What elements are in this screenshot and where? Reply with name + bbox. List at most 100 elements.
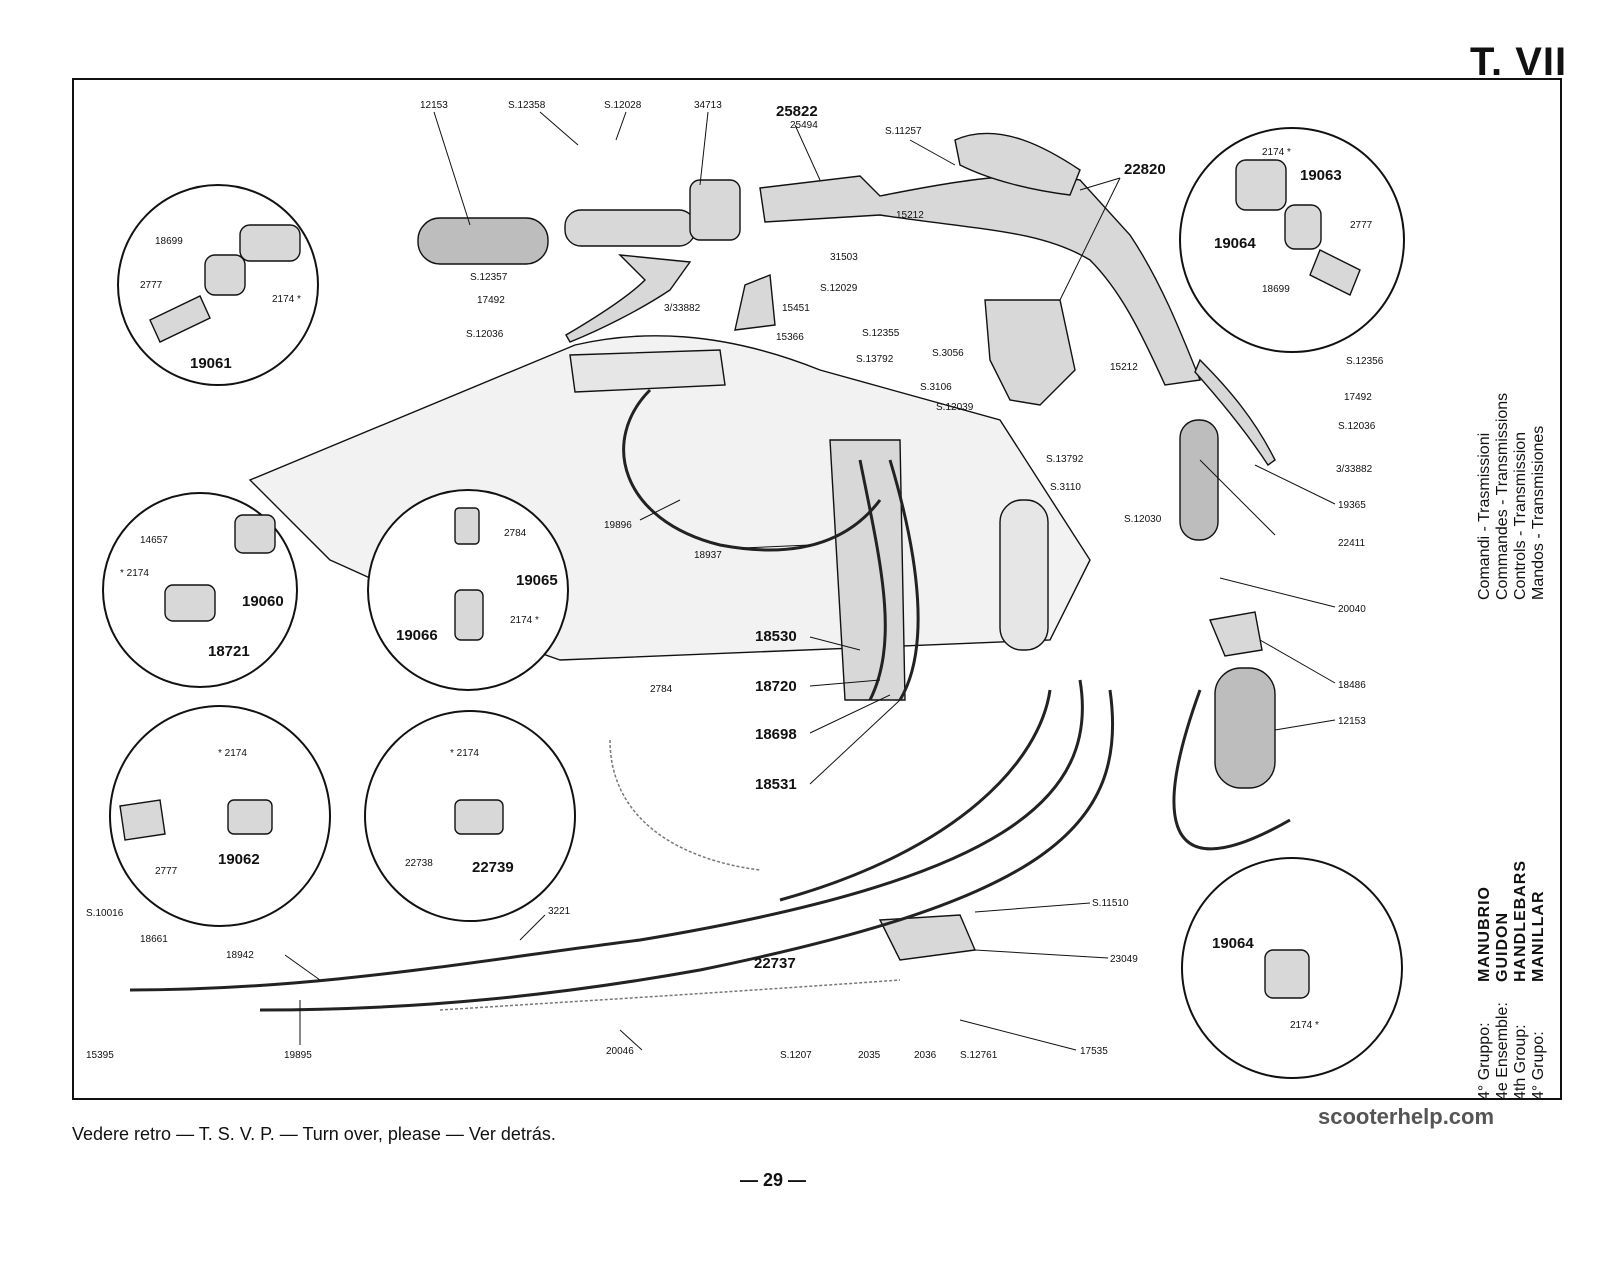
- cable-thin-2: [439, 979, 901, 1011]
- pn-19063: 19063: [1300, 167, 1342, 184]
- right-grip-22411: [1179, 419, 1219, 541]
- pn-s12357: S.12357: [470, 272, 508, 283]
- leader-lines: [284, 111, 1336, 1051]
- group-title-it: 4° Gruppo: MANUBRIO: [1476, 860, 1494, 1100]
- section-title-fr: Commandes - Transmissions: [1494, 392, 1511, 600]
- pn-19060: 19060: [242, 593, 284, 610]
- cone-15366: [734, 274, 776, 331]
- group-value-fr: GUIDON: [1494, 912, 1511, 982]
- c2-plug: [1309, 249, 1361, 296]
- c1-plug: [149, 295, 211, 343]
- cover-s11257: [954, 132, 1081, 196]
- pn-19066: 19066: [396, 627, 438, 644]
- pn-25494: 25494: [790, 120, 818, 131]
- pn-2174: 2174 *: [272, 294, 301, 305]
- pn-s12029: S.12029: [820, 283, 858, 294]
- pn-3221: 3221: [548, 906, 571, 917]
- throttle-housing-34713: [689, 179, 741, 241]
- pn-19365: 19365: [1338, 500, 1366, 511]
- pn-s12030: S.12030: [1124, 514, 1162, 525]
- pn-s13792-b: S.13792: [1046, 454, 1084, 465]
- group-key-it: 4° Gruppo:: [1476, 1022, 1493, 1100]
- part-number-labels: 12153 S.12358 S.12028 34713 25822 25494 …: [86, 100, 1384, 1061]
- pn-19065: 19065: [516, 572, 558, 589]
- pn-s11510: S.11510: [1092, 898, 1129, 909]
- pn-s12036-right: S.12036: [1338, 421, 1376, 432]
- cable-right-tail: [1172, 689, 1291, 851]
- pn-20040: 20040: [1338, 604, 1366, 615]
- c3-nipple: [234, 514, 276, 554]
- c2-nipple: [1284, 204, 1322, 250]
- pn-25822: 25822: [776, 103, 818, 120]
- pn-19062: 19062: [218, 851, 260, 868]
- right-lever: [1194, 358, 1276, 466]
- pn-31503: 31503: [830, 252, 858, 263]
- cable-long-1: [129, 679, 1084, 992]
- pn-34713: 34713: [694, 100, 722, 111]
- pn-2035: 2035: [858, 1050, 881, 1061]
- c6-sleeve: [454, 799, 504, 835]
- group-key-en: 4th Group:: [1512, 1024, 1529, 1100]
- c1-nipple: [204, 254, 246, 296]
- c1-sleeve: [239, 224, 301, 262]
- page-number: — 29 —: [740, 1170, 807, 1190]
- pn-18486: 18486: [1338, 680, 1366, 691]
- group-title-en: 4th Group: HANDLEBARS: [1512, 860, 1530, 1100]
- pn-15366: 15366: [776, 332, 804, 343]
- pn-19895: 19895: [284, 1050, 312, 1061]
- group-titles: 4° Gruppo: MANUBRIO 4e Ensemble:GUIDON 4t…: [1476, 860, 1548, 1100]
- pn-s1207: S.1207: [780, 1050, 812, 1061]
- c7-sleeve: [1264, 949, 1310, 999]
- section-titles: Comandi - Trasmissioni Commandes - Trans…: [1476, 393, 1548, 600]
- detail-circle-low-left: [109, 705, 331, 927]
- pn-2036: 2036: [914, 1050, 937, 1061]
- pn-3-33882-right: 3/33882: [1336, 464, 1373, 475]
- pn-22738: 22738: [405, 858, 433, 869]
- cable-thin-1: [609, 739, 761, 871]
- cable-18720: [888, 459, 920, 701]
- pn-2777: 2777: [140, 280, 163, 291]
- group-title-fr: 4e Ensemble:GUIDON: [1494, 860, 1512, 1100]
- pn-2174-c3: * 2174: [218, 748, 247, 759]
- pn-s12036: S.12036: [466, 329, 504, 340]
- pn-2174-c2: 2174 *: [510, 615, 539, 626]
- diagram-frame: [72, 78, 1562, 1100]
- pn-3-33882: 3/33882: [664, 303, 701, 314]
- cable-19896: [622, 388, 882, 552]
- c5-sleeve: [227, 799, 273, 835]
- right-grip-on-bar: [999, 499, 1049, 651]
- c4-ferrule: [454, 507, 480, 545]
- pn-15212: 15212: [896, 210, 924, 221]
- pn-23049: 23049: [1110, 954, 1138, 965]
- pn-19896: 19896: [604, 520, 632, 531]
- left-grip-12153: [417, 217, 549, 265]
- pn-12153-right: 12153: [1338, 716, 1366, 727]
- c4-sleeve: [454, 589, 484, 641]
- pn-18720: 18720: [755, 678, 797, 695]
- pn-18721: 18721: [208, 643, 250, 660]
- pn-s3110: S.3110: [1050, 482, 1081, 493]
- pn-14657: 14657: [140, 535, 168, 546]
- group-value-en: HANDLEBARS: [1512, 860, 1529, 982]
- pn-s12355: S.12355: [862, 328, 900, 339]
- pn-2784: 2784: [504, 528, 527, 539]
- pn-19064-bottom: 19064: [1212, 935, 1254, 952]
- pn-s3106: S.3106: [920, 382, 952, 393]
- pn-22739: 22739: [472, 859, 514, 876]
- pn-15451: 15451: [782, 303, 810, 314]
- group-value-it: MANUBRIO: [1476, 886, 1493, 982]
- section-title-it: Comandi - Trasmissioni: [1476, 432, 1493, 600]
- footer-note: Vedere retro — T. S. V. P. — Turn over, …: [72, 1124, 556, 1144]
- group-value-es: MANILLAR: [1530, 890, 1547, 982]
- pn-22411: 22411: [1338, 538, 1366, 549]
- pn-s13792: S.13792: [856, 354, 894, 365]
- c5-plug: [119, 799, 166, 841]
- left-lever: [565, 254, 692, 343]
- cable-long-3: [779, 689, 1052, 902]
- plate-title: T. VII: [1470, 40, 1568, 84]
- pn-20046: 20046: [606, 1046, 634, 1057]
- pn-18937: 18937: [694, 550, 722, 561]
- upper-bar-25822: [759, 175, 1201, 386]
- pn-s12356: S.12356: [1346, 356, 1384, 367]
